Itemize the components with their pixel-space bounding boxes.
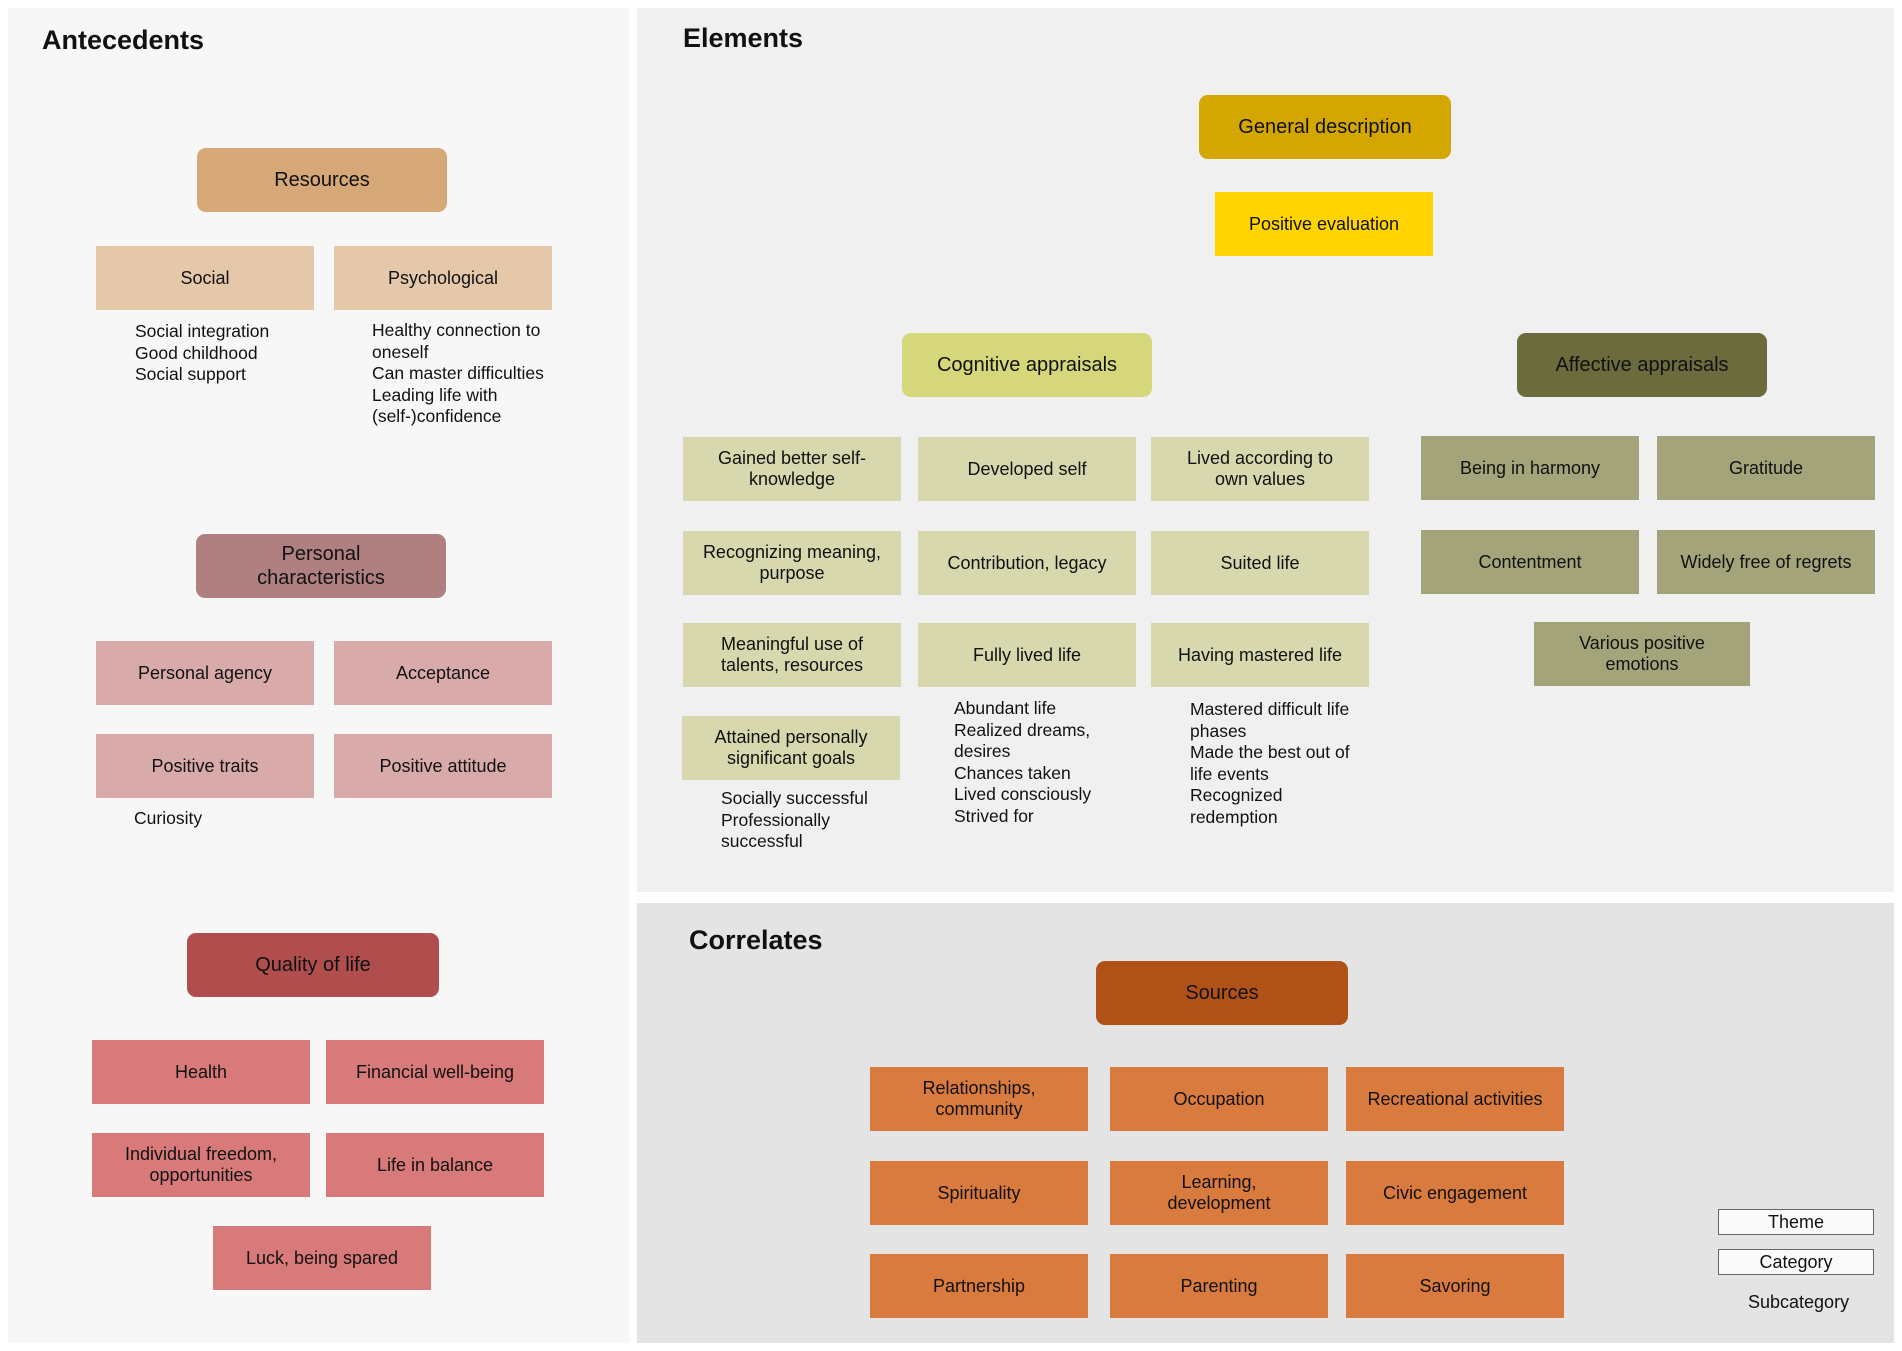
category-acceptance: Acceptance [334,641,552,705]
category-having-mastered-life: Having mastered life [1151,623,1369,687]
category-social: Social [96,246,314,310]
category-life-in-balance: Life in balance [326,1133,544,1197]
category-positive-attitude: Positive attitude [334,734,552,798]
category-widely-free-of-regrets: Widely free of regrets [1657,530,1875,594]
theme-general-description: General description [1199,95,1451,159]
subcategories-having-mastered-life: Mastered difficult life phases Made the … [1190,699,1350,827]
category-suited-life: Suited life [1151,531,1369,595]
category-positive-evaluation: Positive evaluation [1215,192,1433,256]
category-contentment: Contentment [1421,530,1639,594]
category-spirituality: Spirituality [870,1161,1088,1225]
category-gained-self-knowledge: Gained better self- knowledge [683,437,901,501]
category-partnership: Partnership [870,1254,1088,1318]
correlates-title: Correlates [689,925,823,955]
category-own-values: Lived according to own values [1151,437,1369,501]
category-individual-freedom: Individual freedom, opportunities [92,1133,310,1197]
theme-cognitive-appraisals: Cognitive appraisals [902,333,1152,397]
category-being-in-harmony: Being in harmony [1421,436,1639,500]
theme-sources: Sources [1096,961,1348,1025]
category-learning-development: Learning, development [1110,1161,1328,1225]
category-fully-lived-life: Fully lived life [918,623,1136,687]
category-recreational-activities: Recreational activities [1346,1067,1564,1131]
subcategories-psychological: Healthy connection to oneself Can master… [372,320,544,426]
subcategories-social: Social integration Good childhood Social… [135,321,270,384]
category-financial-well-being: Financial well-being [326,1040,544,1104]
category-occupation: Occupation [1110,1067,1328,1131]
theme-quality-of-life: Quality of life [187,933,439,997]
theme-personal-characteristics: Personal characteristics [196,534,446,598]
subcategories-positive-traits: Curiosity [134,808,203,828]
category-developed-self: Developed self [918,437,1136,501]
category-personal-agency: Personal agency [96,641,314,705]
category-health: Health [92,1040,310,1104]
antecedents-title: Antecedents [42,25,205,55]
category-civic-engagement: Civic engagement [1346,1161,1564,1225]
category-recognizing-meaning: Recognizing meaning, purpose [683,531,901,595]
theme-affective-appraisals: Affective appraisals [1517,333,1767,397]
elements-title: Elements [683,23,804,53]
category-contribution-legacy: Contribution, legacy [918,531,1136,595]
category-luck-being-spared: Luck, being spared [213,1226,431,1290]
category-savoring: Savoring [1346,1254,1564,1318]
category-meaningful-use-of-talents: Meaningful use of talents, resources [683,623,901,687]
legend-category: Category [1718,1249,1874,1275]
category-various-positive-emotions: Various positive emotions [1534,622,1750,686]
theme-resources: Resources [197,148,447,212]
category-psychological: Psychological [334,246,552,310]
legend-theme: Theme [1718,1209,1874,1235]
category-attained-goals: Attained personally significant goals [682,716,900,780]
subcategories-attained-goals: Socially successful Professionally succe… [721,788,868,851]
category-gratitude: Gratitude [1657,436,1875,500]
category-positive-traits: Positive traits [96,734,314,798]
legend-subcategory: Subcategory [1748,1292,1850,1312]
category-relationships-community: Relationships, community [870,1067,1088,1131]
category-parenting: Parenting [1110,1254,1328,1318]
subcategories-fully-lived-life: Abundant life Realized dreams, desires C… [954,698,1092,826]
